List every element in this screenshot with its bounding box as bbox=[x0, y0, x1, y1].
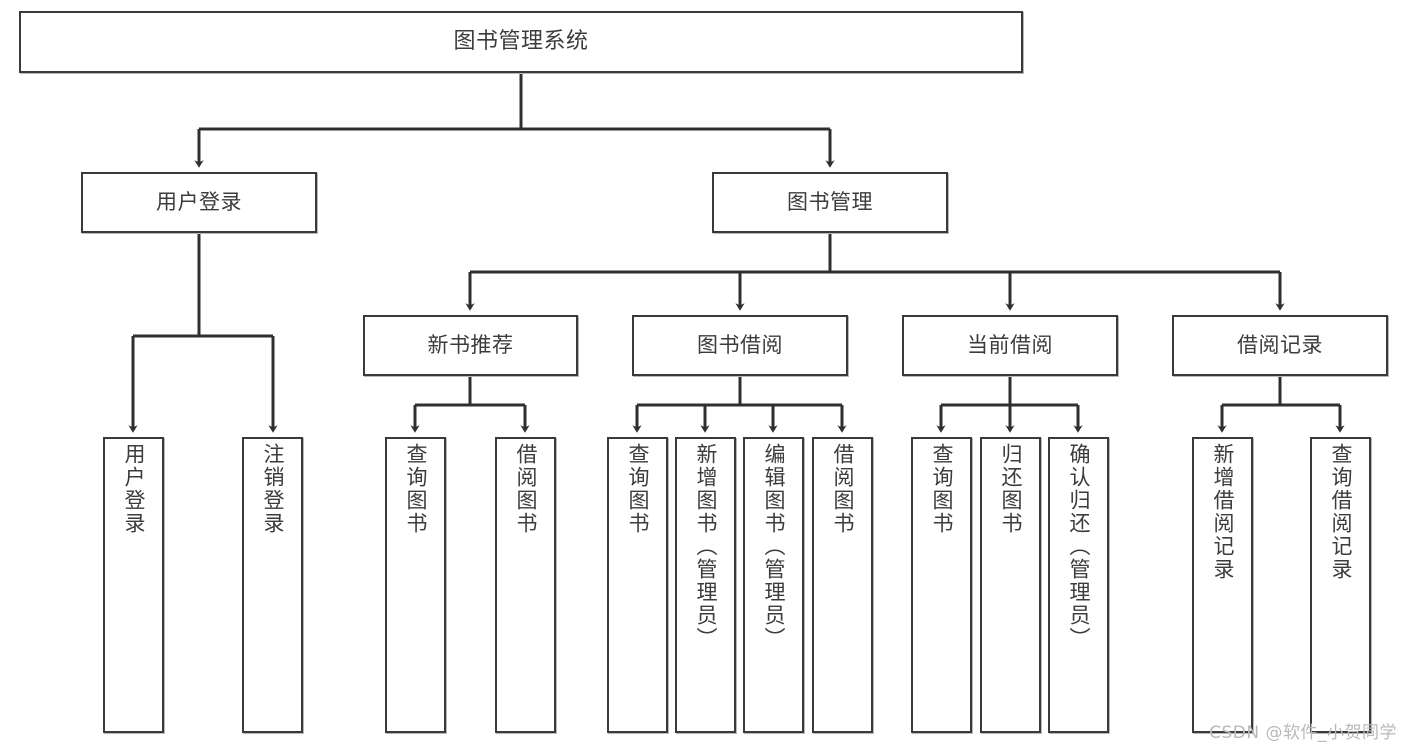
node-user-login[interactable]: 用户登录 bbox=[81, 172, 317, 233]
leaf-return-book[interactable]: 归还图书 bbox=[980, 437, 1041, 733]
node-book-borrow-label: 图书借阅 bbox=[697, 333, 783, 358]
leaf-borrow-book-2-label: 借阅图书 bbox=[831, 443, 855, 535]
leaf-add-book-admin-label: 新增图书（管理员） bbox=[694, 443, 718, 650]
leaf-borrow-book-2[interactable]: 借阅图书 bbox=[812, 437, 873, 733]
node-book-manage[interactable]: 图书管理 bbox=[712, 172, 948, 233]
leaf-query-book-3[interactable]: 查询图书 bbox=[911, 437, 972, 733]
node-root-label: 图书管理系统 bbox=[453, 29, 589, 55]
node-user-login-label: 用户登录 bbox=[156, 190, 242, 215]
leaf-add-book-admin[interactable]: 新增图书（管理员） bbox=[675, 437, 736, 733]
leaf-return-book-label: 归还图书 bbox=[999, 443, 1023, 535]
node-book-borrow[interactable]: 图书借阅 bbox=[632, 315, 848, 376]
node-borrow-record-label: 借阅记录 bbox=[1237, 333, 1323, 358]
leaf-logout-login-label: 注销登录 bbox=[261, 443, 285, 535]
leaf-borrow-book-1-label: 借阅图书 bbox=[514, 443, 538, 535]
node-borrow-record[interactable]: 借阅记录 bbox=[1172, 315, 1388, 376]
leaf-logout-login[interactable]: 注销登录 bbox=[242, 437, 303, 733]
leaf-confirm-return-admin-label: 确认归还（管理员） bbox=[1067, 443, 1091, 650]
leaf-user-login-label: 用户登录 bbox=[122, 443, 146, 535]
leaf-borrow-book-1[interactable]: 借阅图书 bbox=[495, 437, 556, 733]
node-book-manage-label: 图书管理 bbox=[787, 190, 873, 215]
node-current-borrow[interactable]: 当前借阅 bbox=[902, 315, 1118, 376]
leaf-query-book-2-label: 查询图书 bbox=[626, 443, 650, 535]
node-root[interactable]: 图书管理系统 bbox=[19, 11, 1023, 73]
leaf-query-book-3-label: 查询图书 bbox=[930, 443, 954, 535]
leaf-add-borrow-record-label: 新增借阅记录 bbox=[1211, 443, 1235, 581]
leaf-user-login[interactable]: 用户登录 bbox=[103, 437, 164, 733]
leaf-confirm-return-admin[interactable]: 确认归还（管理员） bbox=[1048, 437, 1109, 733]
leaf-query-book-1-label: 查询图书 bbox=[404, 443, 428, 535]
node-new-book-recommend[interactable]: 新书推荐 bbox=[363, 315, 578, 376]
leaf-edit-book-admin[interactable]: 编辑图书（管理员） bbox=[743, 437, 804, 733]
leaf-query-borrow-record[interactable]: 查询借阅记录 bbox=[1310, 437, 1371, 733]
leaf-edit-book-admin-label: 编辑图书（管理员） bbox=[762, 443, 786, 650]
leaf-add-borrow-record[interactable]: 新增借阅记录 bbox=[1192, 437, 1253, 733]
leaf-query-borrow-record-label: 查询借阅记录 bbox=[1329, 443, 1353, 581]
leaf-query-book-2[interactable]: 查询图书 bbox=[607, 437, 668, 733]
node-current-borrow-label: 当前借阅 bbox=[967, 333, 1053, 358]
csdn-watermark: CSDN @软件_小贺同学 bbox=[1209, 723, 1397, 743]
node-new-book-recommend-label: 新书推荐 bbox=[427, 333, 514, 358]
leaf-query-book-1[interactable]: 查询图书 bbox=[385, 437, 446, 733]
